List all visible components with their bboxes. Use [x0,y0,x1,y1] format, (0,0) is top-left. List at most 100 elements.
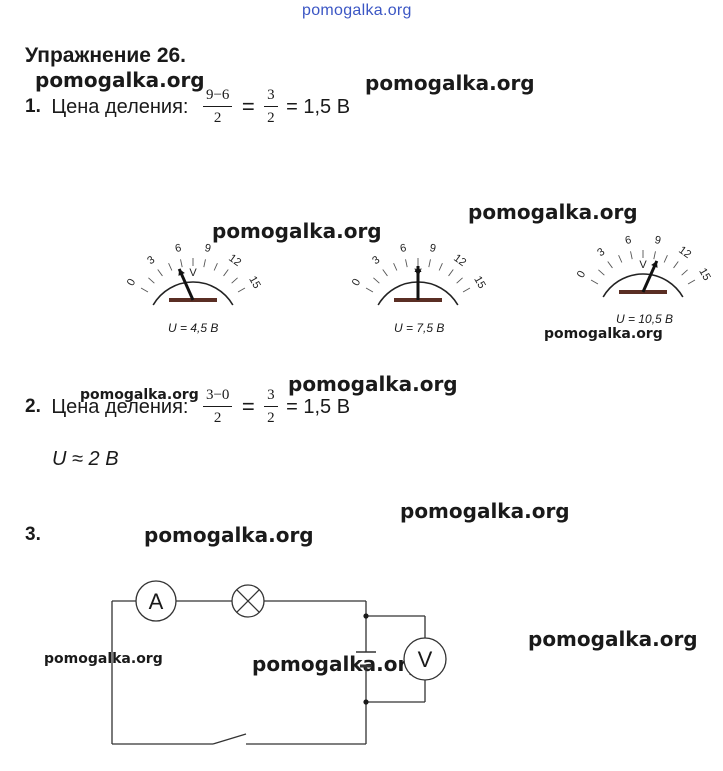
task3-number: 3. [25,524,41,545]
dial-tick [140,287,149,293]
fraction-denominator: 2 [267,110,275,126]
dial-tick [456,277,463,284]
task1-number: 1. [25,96,41,117]
task1-fraction-2: 3 2 [264,88,278,126]
task2-fraction-2: 3 2 [264,388,278,426]
dial-tick [681,269,688,276]
dial-tick [428,259,431,268]
fraction-denominator: 2 [213,410,222,426]
dial-arc [152,281,234,306]
meter-caption-1: U = 4,5 В [168,321,219,335]
equals-sign: = [241,94,255,119]
dial-tick [180,259,183,268]
dial-unit-label: V [639,259,647,271]
fraction-numerator: 3 [264,88,278,107]
dial-tick [653,251,656,260]
dial-tick [223,269,229,277]
meter-caption-2: U = 7,5 В [394,321,445,335]
watermark-top: pomogalka.org [302,2,412,19]
dial-tick [462,287,471,293]
watermark: pomogalka.org [288,372,458,396]
dial-scale-label: 12 [226,252,243,269]
watermark: pomogalka.org [468,200,638,224]
watermark: pomogalka.org [80,387,199,403]
dial-tick [237,287,246,293]
dial-scale-label: 12 [451,252,468,269]
dial-scale-label: 6 [399,242,407,255]
lamp-cross [236,589,260,613]
dial-tick [393,263,398,271]
dial-tick [382,269,388,277]
watermark: pomogalka.org [400,499,570,523]
watermark: pomogalka.org [44,651,163,667]
task1-result: = 1,5 В [286,95,351,118]
dial-tick [618,255,623,263]
dial-needle-tip [414,266,422,273]
dial-scale-label: 0 [350,277,363,288]
dial-scale-label: 12 [676,244,693,261]
fraction-numerator: 9−6 [202,88,233,107]
task1-line: 1. Цена деления: 9−6 2 = 3 2 = 1,5 В [25,88,350,126]
dial-tick [231,277,238,284]
dial-tick [590,279,599,285]
fraction-denominator: 2 [213,110,222,126]
dial-tick [598,269,605,276]
dial-tick [630,251,633,260]
task2-line: 2. Цена деления: 3−0 2 = 3 2 = 1,5 В [25,388,350,426]
watermark: pomogalka.org [144,523,314,547]
watermark: pomogalka.org [35,68,205,92]
equals-sign: = [241,394,255,419]
task2-result: = 1,5 В [286,395,351,418]
exercise-title: Упражнение 26. [25,44,187,67]
dial-scale-label: 0 [125,277,138,288]
dial-scale-label: 0 [575,269,588,280]
watermark: pomogalka.org [365,71,535,95]
dial-tick [405,259,408,268]
dial-arc [602,273,684,298]
dial-needle-tip [178,268,185,276]
junction-dot [363,699,369,705]
dial-needle-tip [651,260,658,268]
watermark: pomogalka.org [544,326,663,342]
voltmeter-label: V [418,647,433,672]
task2-label: Цена деления: [51,395,189,418]
task2-number: 2. [25,396,41,417]
dial-tick [168,263,173,271]
voltmeter-symbol [403,637,447,681]
watermark: pomogalka.org [528,627,698,651]
dial-scale-label: 6 [174,242,182,255]
dial-tick [438,263,443,271]
dial-tick [365,287,374,293]
task1-label: Цена деления: [51,95,189,118]
switch-lever [212,733,247,745]
watermark: pomogalka.org [252,652,422,676]
task2-fraction-1: 3−0 2 [202,388,233,426]
dial-tick [687,279,696,285]
dial-tick [448,269,454,277]
fraction-numerator: 3−0 [202,388,233,407]
task2-answer: U ≈ 2 В [52,448,119,470]
fraction-numerator: 3 [264,388,278,407]
dial-scale-label: 6 [624,234,632,247]
dial-scale-label: 15 [696,266,713,283]
dial-scale-label: 9 [204,242,212,255]
dial-unit-label: V [189,267,197,279]
dial-tick [663,255,668,263]
dial-tick [673,261,679,269]
fraction-denominator: 2 [267,410,275,426]
dial-scale-label: 9 [654,234,662,247]
dial-scale-label: 15 [471,274,488,291]
dial-tick [157,269,163,277]
ammeter-label: A [149,589,164,614]
watermark: pomogalka.org [212,219,382,243]
dial-tick [607,261,613,269]
dial-tick [148,277,155,284]
task1-fraction-1: 9−6 2 [202,88,233,126]
dial-tick [373,277,380,284]
meter-caption-3: U = 10,5 В [616,312,674,326]
